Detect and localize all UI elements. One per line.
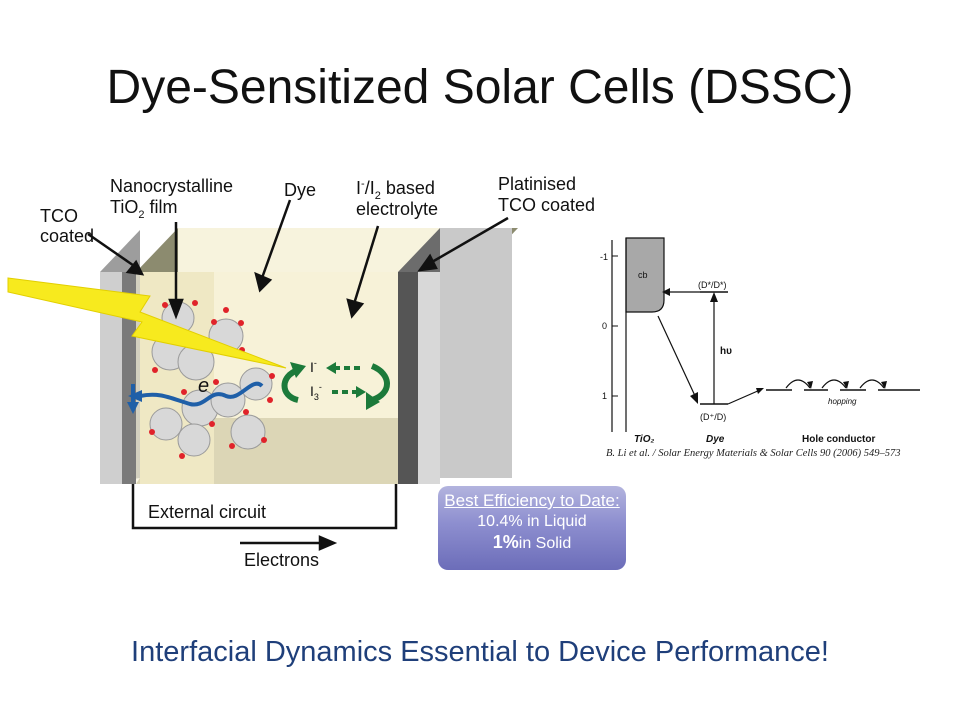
iodide-label: I- — [310, 358, 317, 375]
dye-axis-label: Dye — [706, 434, 725, 445]
electron-label: e — [198, 375, 209, 397]
efficiency-solid: 1%in Solid — [438, 532, 626, 554]
tick-minus-1: -1 — [600, 252, 608, 262]
nanocrystalline-label: Nanocrystalline TiO2 film — [110, 176, 238, 221]
d-star-label: (D*/D*) — [698, 280, 727, 290]
h-nu-label: hυ — [720, 346, 732, 357]
electrolyte-label: I-/I2 based electrolyte — [356, 178, 440, 219]
slide-footer: Interfacial Dynamics Essential to Device… — [131, 636, 829, 668]
tio2-axis-label: TiO₂ — [634, 434, 654, 445]
efficiency-heading: Best Efficiency to Date: — [444, 491, 620, 510]
efficiency-solid-value: 1% — [492, 532, 519, 552]
hopping-label: hopping — [828, 397, 857, 406]
dye-label: Dye — [284, 180, 316, 200]
slide-title: Dye-Sensitized Solar Cells (DSSC) — [106, 61, 854, 114]
electrons-label: Electrons — [244, 550, 319, 570]
hole-conductor-label: Hole conductor — [802, 434, 875, 445]
citation: B. Li et al. / Solar Energy Materials & … — [606, 448, 901, 459]
tco-label: TCO coated — [40, 206, 94, 246]
external-circuit-label: External circuit — [148, 502, 266, 522]
d-plus-label: (D⁺/D) — [700, 412, 726, 422]
triiodide-label: I3- — [310, 382, 322, 402]
efficiency-liquid: 10.4% in Liquid — [477, 513, 587, 530]
tick-1: 1 — [602, 391, 607, 401]
platinised-label: Platinised TCO coated — [498, 174, 595, 215]
efficiency-box: Best Efficiency to Date: 10.4% in Liquid… — [438, 486, 626, 570]
efficiency-solid-rest: in Solid — [518, 535, 572, 552]
tick-0: 0 — [602, 321, 607, 331]
cb-label: cb — [638, 270, 648, 280]
